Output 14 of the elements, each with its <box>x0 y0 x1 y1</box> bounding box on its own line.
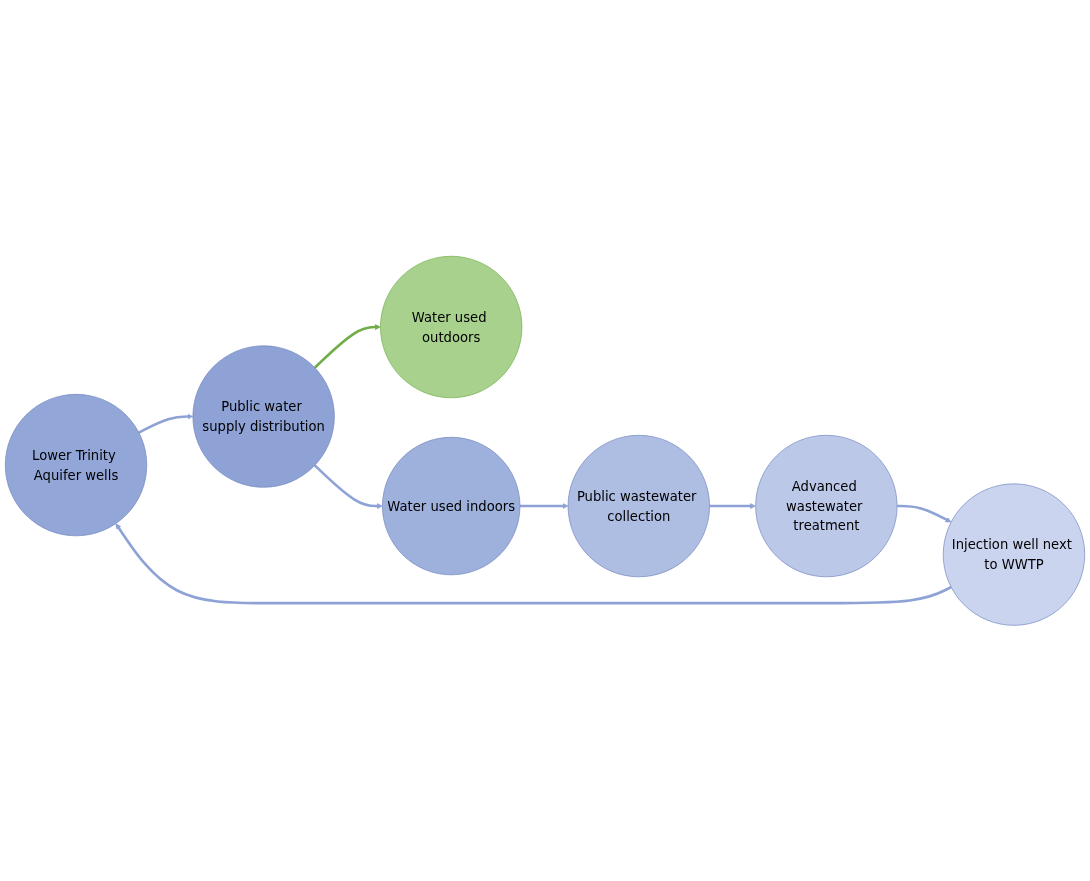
arrow <box>313 323 381 369</box>
arrow <box>138 413 194 434</box>
node-circle: Injection well next to WWTP <box>942 483 1086 626</box>
arrow <box>520 502 569 509</box>
arrow <box>709 502 756 509</box>
arrow <box>897 504 952 522</box>
node-circle: Water used indoors <box>382 436 521 575</box>
node-circle: Public water supply distribution <box>192 345 335 488</box>
arrow <box>313 464 383 509</box>
node-circle: Water used outdoors <box>380 255 523 398</box>
node-circle: Public wastewater collection <box>567 434 710 577</box>
arrow <box>115 523 952 605</box>
node-circle: Advanced wastewater treatment <box>755 434 898 577</box>
node-circle: Lower Trinity Aquifer wells <box>4 393 148 536</box>
